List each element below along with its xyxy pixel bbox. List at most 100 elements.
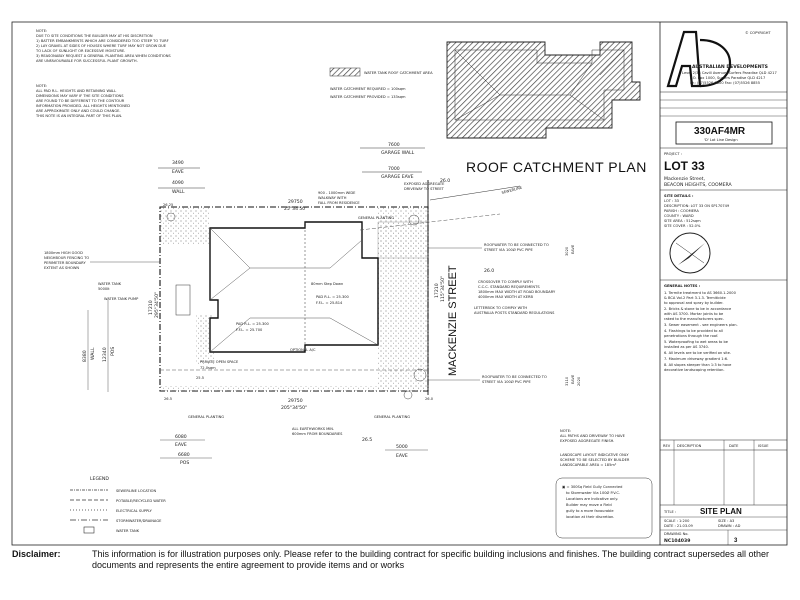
general-note: & BCA Vol.2 Part 3.1.3. Termiticide (664, 296, 726, 300)
general-note: 7. Maximum driveway gradient 1:6. (664, 357, 728, 361)
general-note: installed as per AS 3740. (664, 345, 709, 349)
rl-bottom: 26.5 (362, 437, 372, 443)
general-note: 4. Flashings to be provided to all (664, 329, 723, 333)
crossover-line: 4000mm MAX WIDTH AT KERB (478, 295, 534, 299)
label-pos-bottom: POS (180, 460, 189, 466)
note2-line: INFORMATION PROVIDED. ALL HEIGHTS MENTIO… (36, 104, 130, 108)
roofwater-top-line: STREET VIA 100Ø PVC PIPE (484, 247, 533, 252)
general-note: with AS 3700. Mortar joints to be (664, 312, 724, 316)
notes-block-1: NOTE: DUE TO SITE CONDITIONS THE BUILDER… (35, 29, 171, 63)
drawing-no: NC104039 (664, 538, 690, 544)
fence-note-line: 1800mm HIGH GOOD (44, 251, 83, 255)
lot-number: LOT 33 (664, 159, 705, 173)
right-bearing: 115°34'50" (440, 276, 446, 302)
dim-garage-wall: 7600 (388, 142, 400, 148)
general-planting-bottom-left: GENERAL PLANTING (188, 415, 224, 419)
title-block: © COPYRIGHT AUSTRALIAN DEVELOPMENTS Leve… (660, 30, 787, 545)
garage-dimensions: 7600 GARAGE WALL 7000 GARAGE EAVE (360, 142, 425, 180)
setback-8380: 8380 (82, 350, 88, 362)
notes-lower: NOTE: ALL PATHS AND DRIVEWAY TO HAVE EXP… (555, 429, 653, 539)
address-1: Mackenzie Street, (664, 176, 705, 182)
private-open-space: PRIVATE OPEN SPACE (200, 360, 239, 364)
walkway-note-line: WALKWAY WITH (318, 196, 347, 200)
label-garage-eave: GARAGE EAVE (381, 174, 414, 180)
site-plan-drawing: NOTE: DUE TO SITE CONDITIONS THE BUILDER… (11, 21, 788, 546)
catchment-provided: WATER CATCHMENT PROVIDED = 133sqm (330, 95, 406, 99)
setback-eave: EAVE (571, 244, 575, 254)
setback-wall: WALL (90, 347, 96, 360)
roofwater-top-line: ROOFWATER TO BE CONNECTED TO (484, 243, 549, 247)
street-label: MACKENZIE STREET (447, 265, 459, 376)
note1-line: DUE TO SITE CONDITIONS THE BUILDER MAY A… (36, 34, 153, 38)
callouts: 1800mm HIGH GOOD NEIGHBOUR FENCING TO PE… (44, 182, 556, 436)
top-left-dimensions: 3490 EAVE 4090 WALL (158, 160, 205, 195)
dim-3490: 3490 (172, 160, 184, 166)
disclaimer-text: This information is for illustration pur… (92, 549, 770, 570)
pad-rl-2: PAD R.L. = 25.300 (236, 322, 270, 326)
general-planting-top: GENERAL PLANTING (358, 216, 394, 220)
site-detail: PARISH : COOMERA (664, 209, 699, 213)
left-boundary: 17210 (148, 300, 154, 315)
dim-4090: 4090 (172, 180, 184, 186)
catchment-legend: WATER TANK ROOF CATCHMENT AREA WATER CAT… (329, 67, 433, 99)
dim-garage-eave: 7000 (388, 166, 400, 172)
top-boundary: 29750 (288, 199, 303, 205)
company-line: Ph: (07)5526 8800 Fax: (07)5526 8855 (690, 81, 760, 85)
gully-note-line: location at their discretion. (566, 515, 614, 519)
roof-plan-title: ROOF CATCHMENT PLAN (466, 159, 647, 175)
drawing-no-label: DRAWING No. (664, 532, 689, 536)
roofwater-bottom-line: STREET VIA 100Ø PVC PIPE (482, 379, 531, 384)
setback-3110: 3110 (565, 376, 569, 386)
fence-note-line: NEIGHBOUR FENCING TO (44, 256, 89, 260)
setback-3020: 3020 (565, 246, 569, 256)
note1-line: 3) REASONABLY REQUEST A GENERAL PLANTING… (36, 54, 171, 58)
setback-2020: 2020 (577, 376, 581, 386)
company-logo (666, 30, 732, 88)
note1-line: ARE UNFAVOURABLE FOR SUCCESSFUL PLANT GR… (36, 59, 138, 63)
legend-item: STORMWATER/DRAINAGE (116, 519, 162, 523)
optional-ac: OPTIONAL A/C (290, 348, 316, 352)
setback-eave-2: EAVE (571, 374, 575, 384)
site-detail: SITE AREA : 512sqm (664, 219, 701, 223)
setback-pos: POS (110, 347, 116, 356)
note1-line: TO LACK OF SUNLIGHT OR EXCESSIVE MOISTUR… (35, 49, 125, 53)
company-line: P.O. Box 1000, Surfers Paradise QLD 4217 (690, 76, 765, 80)
disclaimer-label: Disclaimer: (12, 549, 61, 559)
rev-header: DESCRIPTION (677, 444, 702, 448)
rl-top: 26.0 (440, 178, 450, 184)
general-notes-title: GENERAL NOTES : (664, 284, 701, 288)
date-label: DATE : 21.03.09 (664, 524, 694, 528)
pos-area: 72.0sqm (200, 366, 216, 370)
right-boundary: 17210 (434, 283, 440, 298)
dim-6680: 6680 (178, 452, 190, 458)
letterbox-line: AUSTRALIA POSTS STANDARD REGULATIONS (474, 311, 555, 315)
notes-block-2: NOTE: ALL PAD R.L. HEIGHTS AND RETAINING… (35, 84, 130, 118)
catchment-required: WATER CATCHMENT REQUIRED = 100sqm (330, 87, 406, 91)
water-tank (175, 284, 191, 316)
scale-label: SCALE : 1:200 (664, 519, 690, 523)
tank-pump: WATER TANK PUMP (104, 297, 139, 301)
note-paths-line: EXPOSED AGGREGATE FINISH. (560, 439, 614, 443)
general-note: 2. Bricks & stone to be in accordance (664, 307, 732, 311)
address-2: BEACON HEIGHTS, COOMERA (664, 182, 733, 188)
company-line: Level 2/38 Cavill Avenue, Surfers Paradi… (682, 71, 777, 75)
legend-item: ELECTRICAL SUPPLY (116, 509, 153, 513)
general-planting-bottom-right: GENERAL PLANTING (374, 415, 410, 419)
general-note: raked to the manufacturers spec. (664, 317, 724, 321)
site-details-title: SITE DETAILS : (664, 194, 694, 198)
size-label: SIZE : A3 (718, 519, 734, 523)
note2-line: NOTE: (36, 84, 47, 88)
dim-6080: 6080 (175, 434, 187, 440)
walkway-note-line: FALL FROM RESIDENCE (318, 201, 360, 205)
crossover-line: 1800mm MAX WIDTH AT ROAD BOUNDARY (478, 290, 556, 294)
drawing-title: SITE PLAN (700, 507, 742, 516)
gully-note-line: Locations are Indicative only. (566, 497, 618, 501)
general-note: 3. Sewer easement - see engineers plan. (664, 323, 738, 327)
copyright: © COPYRIGHT (745, 31, 771, 35)
letterbox-line: LETTERBOX TO COMPLY WITH (474, 306, 527, 310)
gully-note-line: to Stormwater Via 100Ø P.V.C. (566, 490, 620, 495)
note2-line: ALL PAD R.L. HEIGHTS AND RETAINING WALL (36, 89, 116, 93)
note2-line: THIS NOTE IS AN INTEGRAL PART OF THIS PL… (35, 114, 122, 118)
label-wall-top: WALL (172, 189, 185, 195)
bottom-bearing: 205°34'50" (281, 405, 307, 411)
